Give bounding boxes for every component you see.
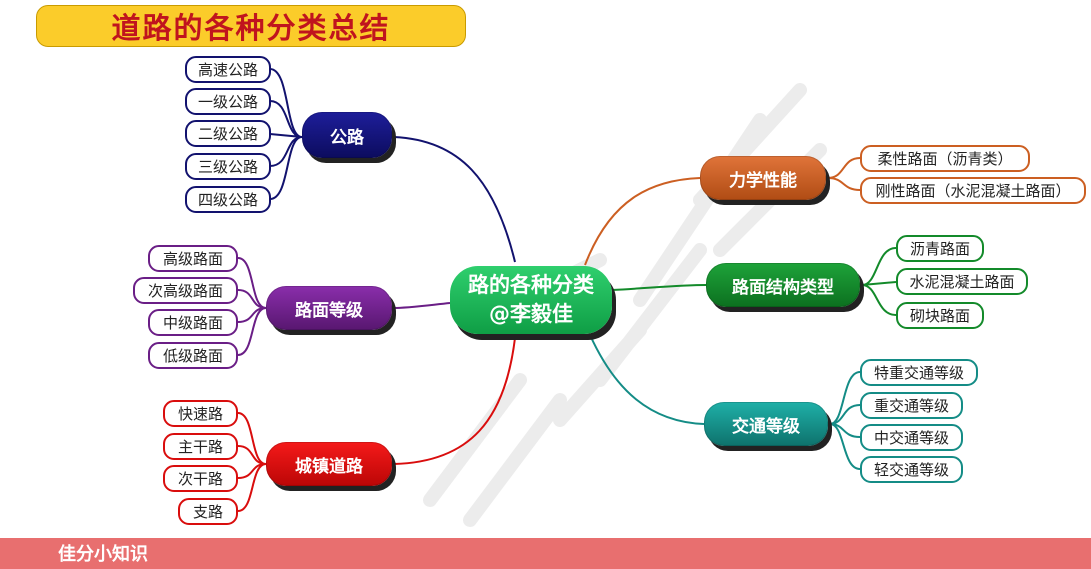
leaf-lumian-dengji-3[interactable]: 低级路面 bbox=[148, 342, 238, 369]
leaf-lumian-dengji-0[interactable]: 高级路面 bbox=[148, 245, 238, 272]
branch-jiaotong[interactable]: 交通等级 bbox=[704, 402, 828, 446]
leaf-lumian-dengji-1[interactable]: 次高级路面 bbox=[133, 277, 238, 304]
leaf-lixue-0[interactable]: 柔性路面（沥青类） bbox=[860, 145, 1030, 172]
center-node-line1: 路的各种分类 bbox=[468, 273, 594, 297]
leaf-gonglu-4[interactable]: 四级公路 bbox=[185, 186, 271, 213]
branch-lixue[interactable]: 力学性能 bbox=[700, 156, 826, 200]
leaf-jiaotong-1[interactable]: 重交通等级 bbox=[860, 392, 963, 419]
leaf-jiegou-1[interactable]: 水泥混凝土路面 bbox=[896, 268, 1028, 295]
leaf-chengzhen-0[interactable]: 快速路 bbox=[163, 400, 238, 427]
leaf-gonglu-2[interactable]: 二级公路 bbox=[185, 120, 271, 147]
leaf-gonglu-0[interactable]: 高速公路 bbox=[185, 56, 271, 83]
leaf-lixue-1[interactable]: 刚性路面（水泥混凝土路面） bbox=[860, 177, 1086, 204]
branch-lumian-dengji[interactable]: 路面等级 bbox=[266, 286, 392, 330]
leaf-jiaotong-2[interactable]: 中交通等级 bbox=[860, 424, 963, 451]
leaf-gonglu-1[interactable]: 一级公路 bbox=[185, 88, 271, 115]
footer-text: 佳分小知识 bbox=[58, 544, 148, 565]
center-node-line2: @李毅佳 bbox=[489, 302, 573, 326]
footer-bar bbox=[0, 538, 1091, 569]
leaf-chengzhen-1[interactable]: 主干路 bbox=[163, 433, 238, 460]
leaf-chengzhen-2[interactable]: 次干路 bbox=[163, 465, 238, 492]
center-node[interactable]: 路的各种分类 @李毅佳 bbox=[450, 266, 612, 334]
leaf-chengzhen-3[interactable]: 支路 bbox=[178, 498, 238, 525]
branch-jiegou[interactable]: 路面结构类型 bbox=[706, 263, 860, 307]
leaf-gonglu-3[interactable]: 三级公路 bbox=[185, 153, 271, 180]
leaf-jiaotong-3[interactable]: 轻交通等级 bbox=[860, 456, 963, 483]
branch-gonglu[interactable]: 公路 bbox=[302, 112, 392, 158]
leaf-jiegou-0[interactable]: 沥青路面 bbox=[896, 235, 984, 262]
leaf-lumian-dengji-2[interactable]: 中级路面 bbox=[148, 309, 238, 336]
leaf-jiegou-2[interactable]: 砌块路面 bbox=[896, 302, 984, 329]
leaf-jiaotong-0[interactable]: 特重交通等级 bbox=[860, 359, 978, 386]
page-title: 道路的各种分类总结 bbox=[36, 5, 466, 47]
branch-chengzhen[interactable]: 城镇道路 bbox=[266, 442, 392, 486]
